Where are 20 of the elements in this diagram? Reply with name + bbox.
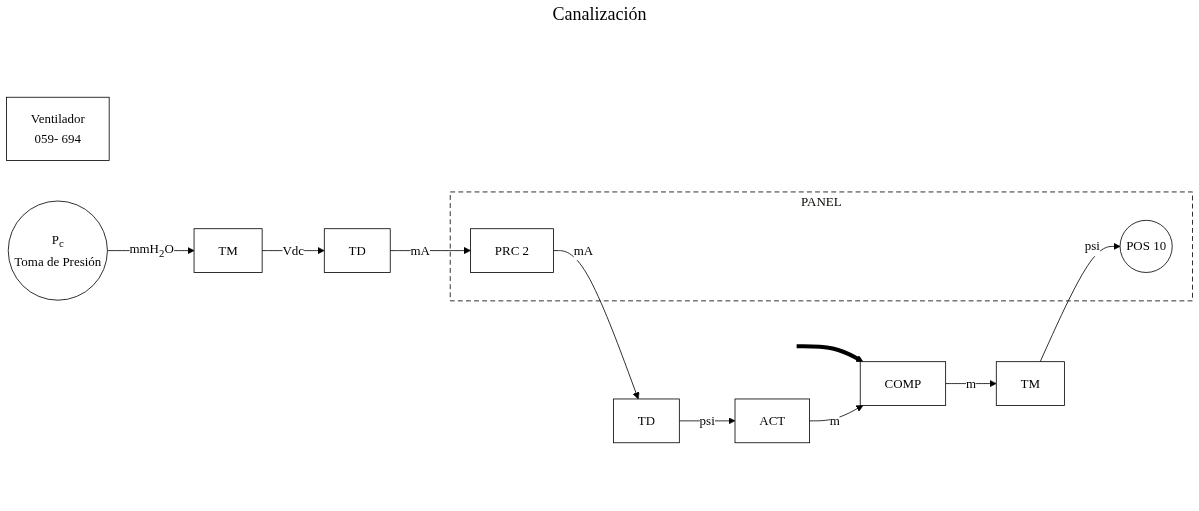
edge-label: psi [1084, 239, 1100, 253]
node-box: TD [323, 228, 391, 273]
edge-label: mA [410, 243, 430, 258]
node-box: TM [193, 228, 263, 273]
arrow [796, 344, 864, 362]
node-box: TM [995, 361, 1065, 406]
node-box: ACT [734, 398, 810, 444]
node-box: Ventilador 059- 694 [6, 96, 110, 161]
edge-label: m [829, 413, 840, 428]
node-box: PRC 2 [470, 228, 554, 273]
edge-label: Vdc [282, 243, 305, 258]
edge-label: mmH$_{2}$O [129, 242, 174, 260]
edge-label: psi [699, 413, 715, 428]
node-circle: P$_{c}$ Toma de Presión [7, 200, 108, 301]
node-box: TD [613, 398, 680, 444]
edge-label: m [965, 376, 977, 391]
edge-label: mA [573, 243, 594, 258]
duct-label: Canalización [552, 4, 647, 24]
node-box: COMP [859, 361, 947, 406]
node-circle: POS 10 [1119, 219, 1173, 273]
